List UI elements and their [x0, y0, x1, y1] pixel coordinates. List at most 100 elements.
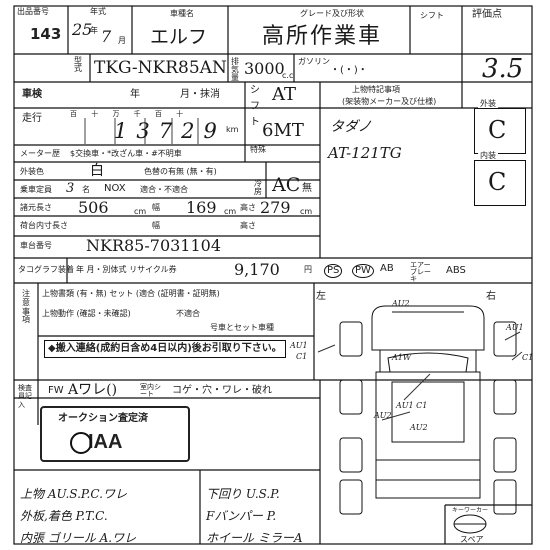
- mileage-label: 走行: [22, 113, 42, 124]
- pw-option: PW: [352, 264, 374, 278]
- capacity-value: 3: [66, 181, 75, 196]
- spec-width-label: 幅: [152, 203, 160, 212]
- lot-number: 143: [30, 25, 62, 43]
- fw-label: FW: [48, 385, 64, 396]
- damage-options: コゲ・穴・ワレ・破れ: [172, 385, 272, 396]
- exterior-grade-box: [474, 108, 526, 154]
- diagram-mark-5: C1: [522, 353, 534, 362]
- meter-options: $交換車・*改ざん車・#不明車: [70, 149, 182, 158]
- inspector-label: 検査員記入: [18, 384, 32, 409]
- box-height-label: 高さ: [240, 221, 256, 230]
- notes-label: 上物特記事項: [352, 85, 400, 94]
- notes-sub: (架装物メーカー及び仕様): [342, 97, 437, 106]
- notes-line-1: タダノ: [330, 119, 372, 135]
- diagram-right-label: 右: [486, 291, 496, 302]
- shift-value: AT: [272, 84, 297, 105]
- displacement-value: 3000: [244, 59, 285, 78]
- nox-label: NOX: [104, 183, 126, 194]
- chassis-label: 車台番号: [20, 241, 52, 250]
- notes-line-2: AT-121TG: [328, 144, 402, 162]
- color-value: 白: [90, 163, 104, 179]
- grade-label: グレード及び形状: [300, 9, 364, 18]
- model-value: TKG-NKR85AN: [94, 58, 227, 78]
- delivery-notice: ◆搬入連絡(成約日含め4日以内)後お引取り下さい。: [44, 340, 286, 358]
- interior-seat-label: 室内シート: [140, 383, 161, 398]
- recycle-value: 9,170: [234, 260, 280, 279]
- right-note-3: ホイール ミラーA: [206, 531, 303, 545]
- diagram-mark-4: AU1: [506, 323, 524, 332]
- mileage-unit: km: [226, 125, 239, 134]
- interior-grade: C: [488, 168, 507, 196]
- auction-stamp: オークション査定済 IAA: [40, 406, 190, 462]
- stamp-title: オークション査定済: [58, 413, 148, 424]
- shaken-label: 車検: [22, 89, 42, 100]
- color-change: 色替の有無 (無・有): [144, 167, 217, 176]
- diagram-mark-9: AU2: [410, 423, 428, 432]
- shift-letter-1: シ: [250, 85, 260, 96]
- cooler-label: 冷房: [254, 179, 262, 196]
- length-cm: cm: [134, 207, 147, 216]
- nox-options: 適合・不適合: [140, 185, 188, 194]
- interior-grade-label: 内装: [478, 151, 498, 160]
- year-value: 25: [72, 20, 93, 39]
- body-docs: 上物書類 (有・無) セット (適合 (証明書・証明無): [42, 289, 220, 298]
- spec-length-label: 諸元長さ: [20, 203, 52, 212]
- mileage-value: 13729: [114, 119, 226, 143]
- capacity-label: 乗車定員: [20, 185, 52, 194]
- exterior-grade-label: 外装: [478, 99, 498, 108]
- box-width-label: 幅: [152, 221, 160, 230]
- month-unit: 月: [118, 36, 126, 45]
- ps-option: PS: [324, 264, 343, 278]
- abs-label: ABS: [446, 265, 466, 276]
- transmission-value: 6MT: [262, 120, 304, 141]
- interior-grade-box: [474, 160, 526, 206]
- diagram-mark-6: A1W: [392, 353, 412, 362]
- car-name-label: 車種名: [170, 9, 194, 18]
- right-note-2: Fバンパー P.: [206, 509, 277, 523]
- fuel-label: ガソリン: [298, 57, 330, 66]
- fw-value: Aワレ(): [68, 382, 118, 398]
- diagram-left-label: 左: [316, 291, 326, 302]
- spare-label: スペア: [460, 535, 484, 544]
- score-value: 3.5: [482, 54, 524, 84]
- exterior-grade: C: [488, 116, 507, 144]
- mileage-units: 百 十 万 千 百 十: [70, 110, 190, 118]
- shaken-year-unit: 年: [130, 89, 140, 100]
- keyword-label: キーワーカー: [452, 507, 489, 514]
- month-value: 7: [101, 27, 112, 46]
- stamp-brand: IAA: [88, 431, 123, 453]
- displacement-unit: c.c: [282, 71, 294, 80]
- handwritten-line-3: 内張 ゴリール A.ワレ: [20, 531, 137, 545]
- airbrake-label: エアーブレーキ: [410, 261, 431, 283]
- tacho-options: 年 月・別体式 リサイクル券: [76, 265, 177, 274]
- recycle-yen: 円: [304, 265, 312, 274]
- car-name-value: エルフ: [150, 26, 208, 48]
- set-vehicle-label: 号車とセット車種: [210, 323, 274, 332]
- spec-width: 169: [186, 198, 217, 217]
- special-label: 特殊: [250, 145, 266, 154]
- chassis-value: NKR85-7031104: [86, 236, 222, 255]
- shift-label: シフト: [420, 11, 444, 20]
- diagram-mark-3: C1: [296, 352, 308, 361]
- shift-letter-2: フ: [250, 101, 260, 112]
- fuel-mark: ・(・)・: [330, 65, 368, 76]
- stamp-seal-icon: [70, 432, 92, 454]
- diagram-mark-1: AU2: [392, 299, 410, 308]
- cooler-none: 無: [302, 183, 312, 194]
- body-operation: 上物動作 (確認・未確認): [42, 309, 131, 318]
- model-label: 型式: [74, 56, 82, 73]
- diagram-mark-7: AU2: [374, 411, 392, 420]
- height-cm: cm: [300, 207, 313, 216]
- capacity-unit: 名: [82, 185, 90, 194]
- lot-number-label: 出品番号: [17, 7, 49, 16]
- color-label: 外装色: [20, 167, 44, 176]
- tacho-label: タコグラフ装着: [18, 265, 74, 274]
- body-operation-opt: 不適合: [176, 309, 200, 318]
- meter-label: メーター歴: [20, 149, 60, 158]
- year-unit: 年: [90, 26, 98, 35]
- right-note-1: 下回り U.S.P.: [206, 487, 280, 501]
- truck-diagram: [339, 305, 517, 534]
- diagram-mark-2: AU1: [290, 341, 308, 350]
- grade-value: 高所作業車: [262, 24, 383, 49]
